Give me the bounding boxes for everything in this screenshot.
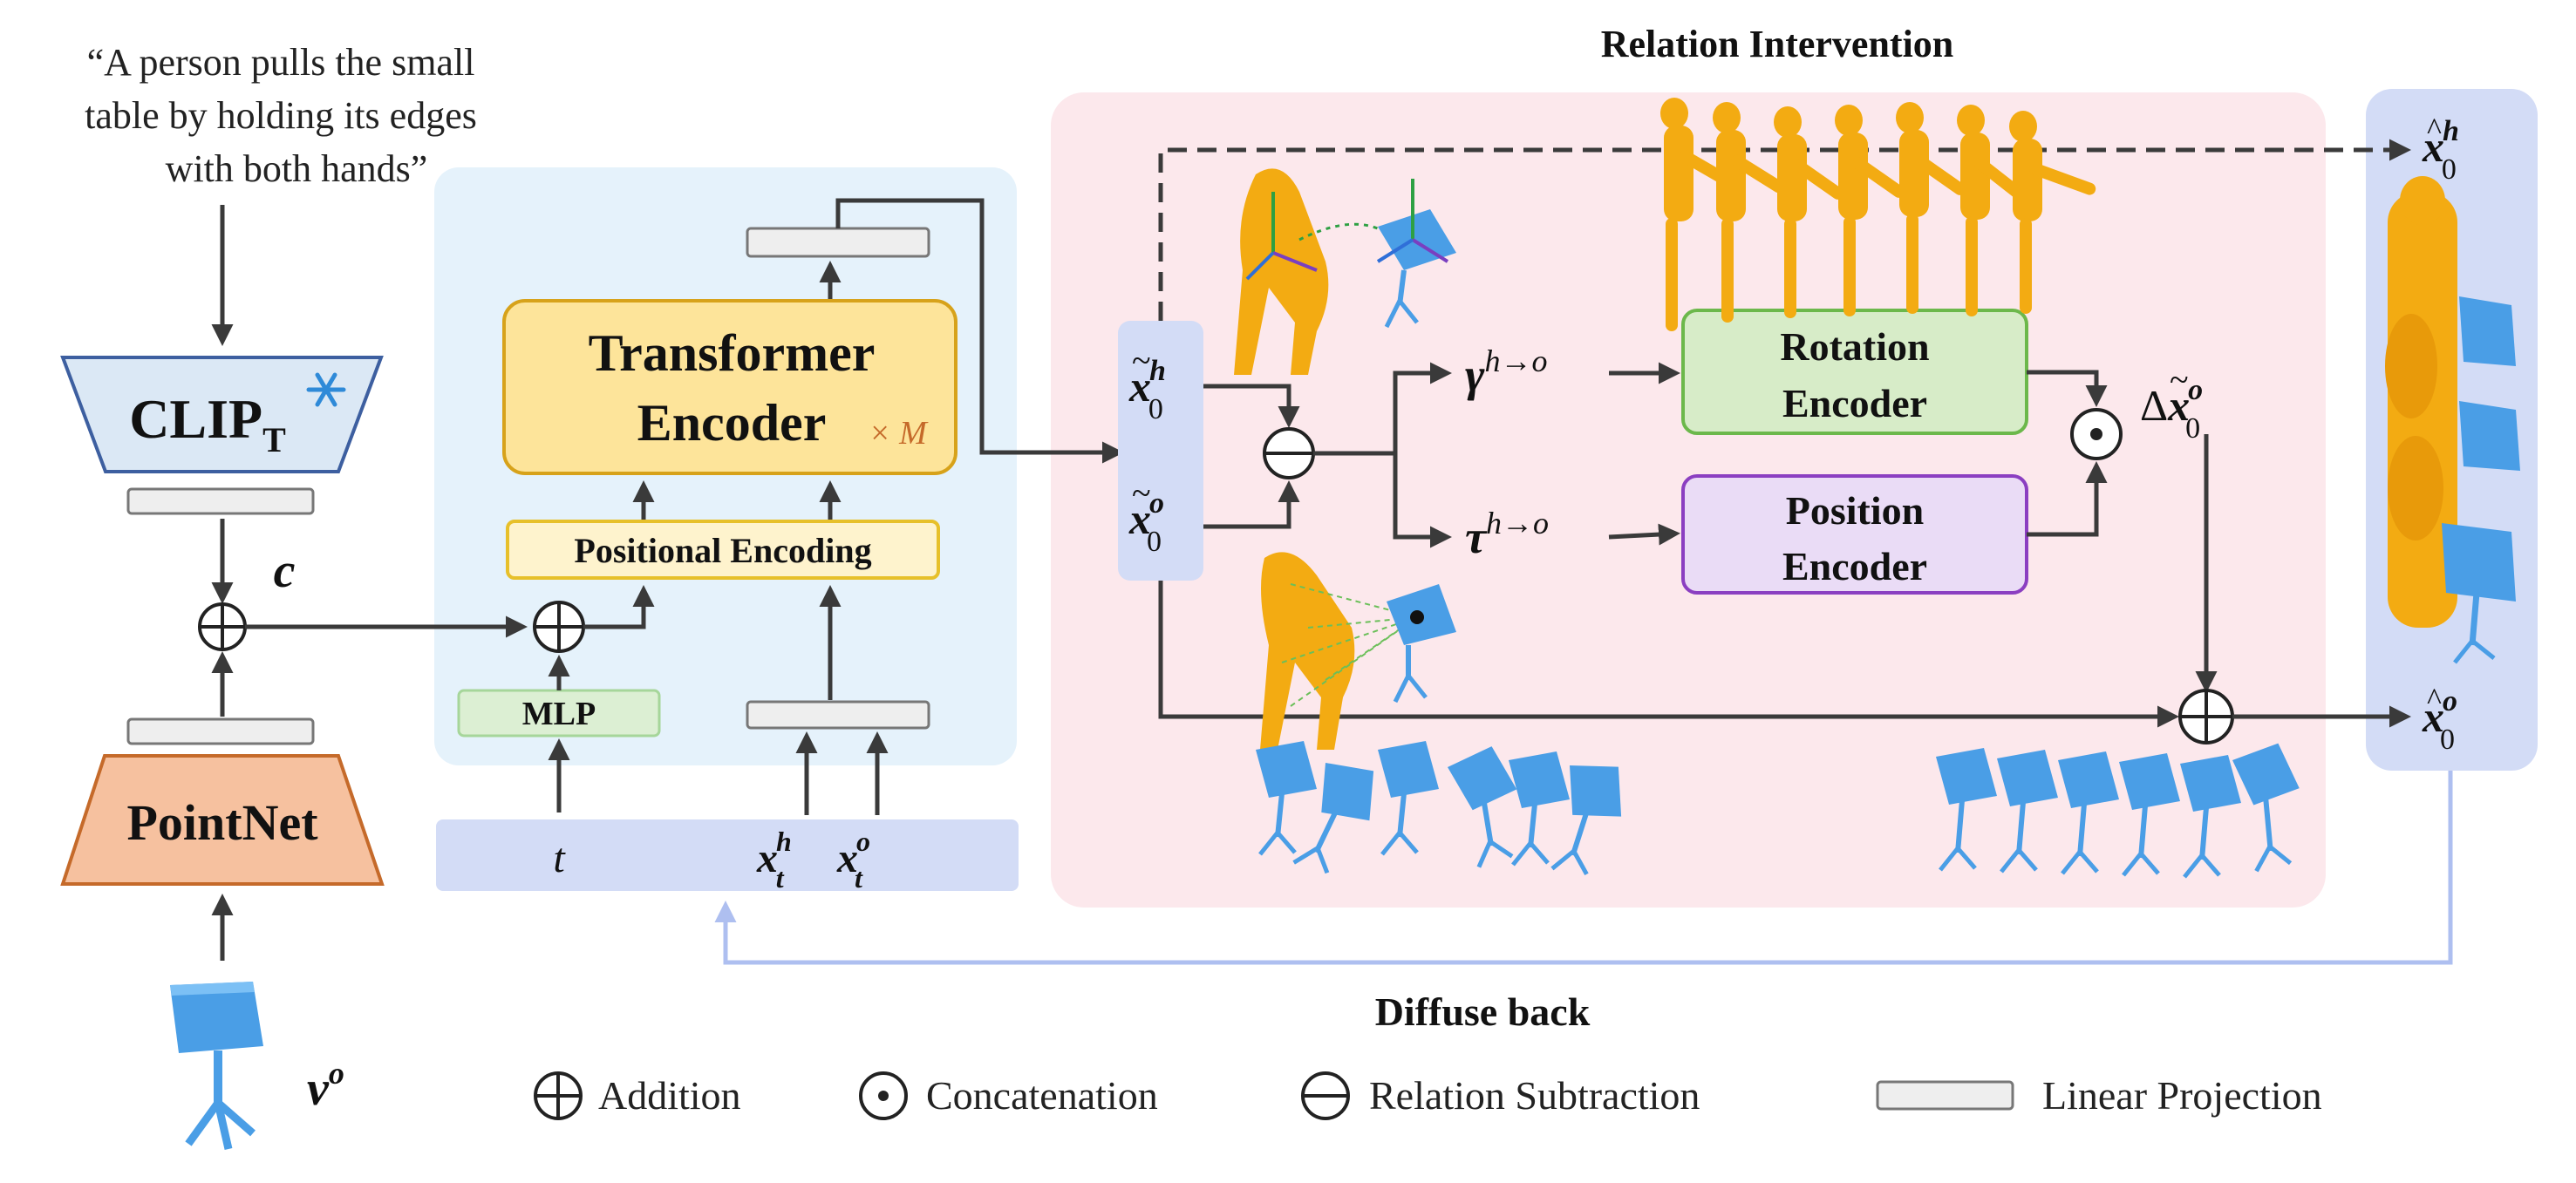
legend-relation-subtraction-icon (1301, 1071, 1350, 1120)
tilde-human: ~ (1132, 341, 1151, 380)
repeat-m-label: × M (869, 415, 929, 452)
gamma-rotation-label: γh→o (1465, 343, 1547, 401)
transformer-label-line-2: Encoder (637, 394, 827, 452)
rotation-encoder-line-2: Encoder (1782, 381, 1927, 425)
pointnet-linear-projection (126, 717, 315, 745)
relation-subtraction-op (1263, 427, 1315, 479)
legend-addition-label: Addition (598, 1073, 741, 1118)
legend-concatenation-label: Concatenation (926, 1073, 1158, 1118)
timestep-t-label: t (553, 835, 566, 881)
clip-linear-projection (126, 487, 315, 515)
mlp-label: MLP (522, 696, 596, 732)
addition-op-time (533, 601, 585, 653)
clip-label: CLIPT (129, 388, 286, 459)
object-motion-sequence-refined (1936, 743, 2300, 879)
human-motion-sequence (1660, 98, 2096, 331)
tau-position-label: τh→o (1465, 506, 1549, 563)
prompt-line-1: “A person pulls the small (87, 41, 475, 84)
addition-op-c (198, 602, 247, 651)
tilde-delta: ~ (2170, 360, 2189, 399)
prompt-line-2: table by holding its edges (85, 94, 477, 137)
transformer-encoder-block (502, 299, 957, 475)
transformer-output-projection (746, 227, 930, 258)
legend-concatenation-icon (859, 1071, 908, 1120)
positional-encoding-label: Positional Encoding (574, 531, 871, 570)
concatenation-op (2070, 408, 2123, 460)
input-bar (436, 819, 1019, 891)
legend-linear-projection-icon (1876, 1080, 2014, 1111)
position-encoder-line-2: Encoder (1782, 544, 1927, 588)
positional-encoding-block (506, 520, 940, 580)
prompt-line-3: with both hands” (166, 147, 428, 190)
input-object-table (170, 982, 263, 1150)
hat-object: ^ (2427, 682, 2442, 717)
position-relation-illustration (1260, 552, 1456, 750)
hat-human: ^ (2427, 112, 2442, 146)
pointnet-encoder (60, 754, 385, 886)
condition-c-label: c (274, 544, 296, 598)
output-interaction-sequence (2385, 176, 2520, 664)
snowflake-icon (306, 372, 346, 407)
transformer-label-line-1: Transformer (589, 324, 876, 382)
clip-subscript: T (262, 420, 286, 459)
position-encoder-line-1: Position (1786, 488, 1924, 533)
legend: Addition Concatenation Relation Subtract… (534, 1071, 2322, 1120)
pointnet-label: PointNet (126, 794, 318, 851)
clip-text-encoder (60, 356, 384, 473)
rotation-encoder-line-1: Rotation (1780, 324, 1929, 369)
object-geometry-label: vo (307, 1056, 344, 1116)
legend-relation-subtraction-label: Relation Subtraction (1369, 1073, 1700, 1118)
prediction-column (1118, 321, 1203, 581)
legend-addition-icon (534, 1071, 583, 1120)
legend-linear-projection-label: Linear Projection (2042, 1073, 2322, 1118)
diffuse-back-label: Diffuse back (1375, 989, 1591, 1034)
tilde-object: ~ (1132, 473, 1151, 513)
addition-op-object (2178, 689, 2234, 744)
noisy-input-projection (746, 700, 930, 730)
relation-intervention-title: Relation Intervention (1601, 23, 1954, 65)
rotation-relation-illustration (1234, 168, 1456, 375)
object-motion-sequence-noisy (1256, 741, 1622, 875)
